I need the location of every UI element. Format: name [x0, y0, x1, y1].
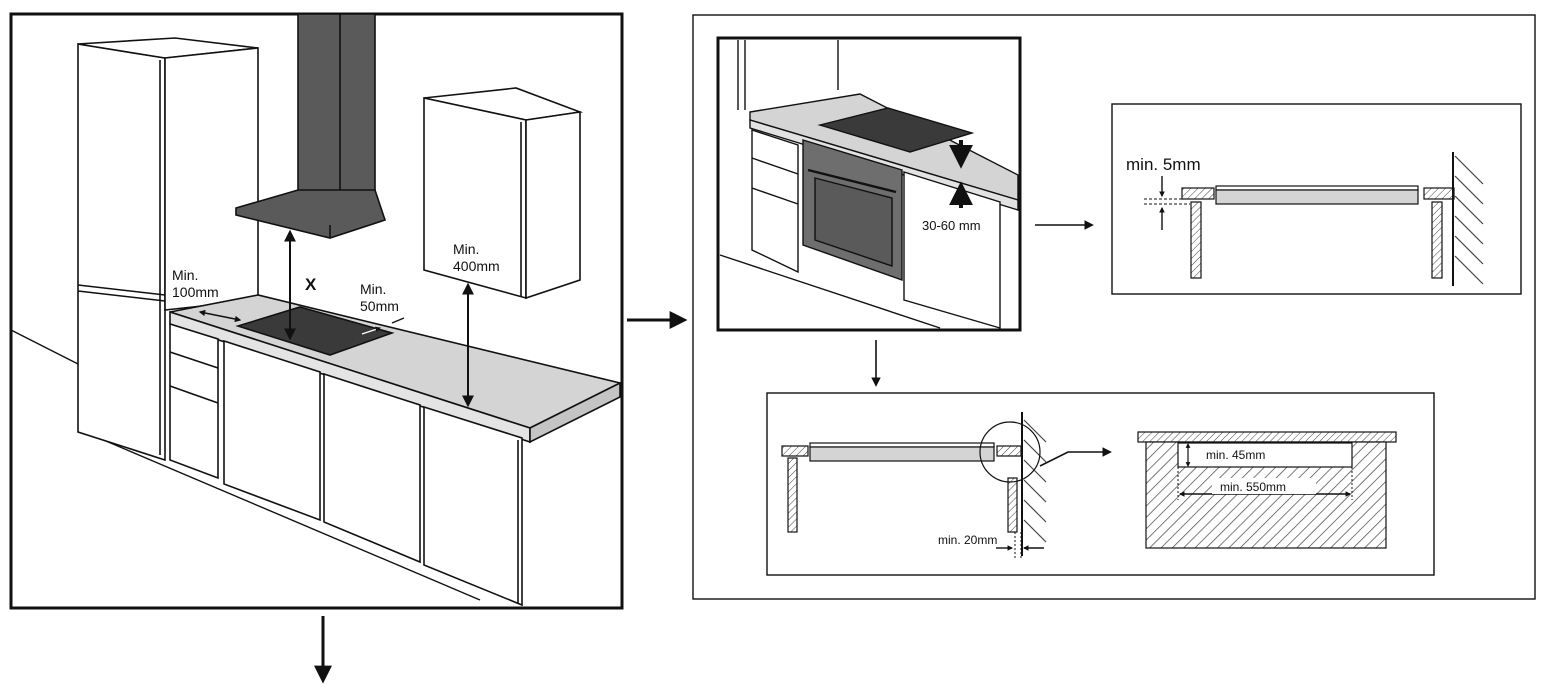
svg-text:Min.100mm: Min.100mm — [172, 267, 219, 300]
wall-cabinet — [423, 87, 584, 300]
ventilation-detail-panel: min. 20mm min. 45mm min. 550mm — [766, 392, 1435, 576]
svg-text:Min.400mm: Min.400mm — [453, 241, 500, 274]
side-clearance-label-1: Min. — [172, 267, 198, 283]
vent-height-label: min. 45mm — [1206, 448, 1265, 462]
worktop-closeup: 30-60 mm — [716, 36, 1022, 332]
gap-below-label: min. 5mm — [1126, 155, 1201, 174]
side-clearance-label-2: 100mm — [172, 284, 219, 300]
base-cabinets — [169, 322, 523, 607]
tall-cabinet — [77, 37, 259, 462]
vent-width-label: min. 550mm — [1220, 480, 1286, 494]
rear-gap-label: min. 20mm — [938, 533, 997, 547]
gap-detail-panel: min. 5mm — [1111, 103, 1522, 295]
cabinet-clearance-label-1: Min. — [453, 241, 479, 257]
kitchen-panel: Min.100mm X Min.50mm Min.400mm — [9, 12, 624, 610]
countertop — [169, 294, 623, 444]
rear-clearance-label-2: 50mm — [360, 298, 399, 314]
rear-clearance-label-1: Min. — [360, 281, 386, 297]
extractor-hood — [235, 13, 387, 239]
svg-text:Min.50mm: Min.50mm — [360, 281, 399, 314]
worktop-thickness-label: 30-60 mm — [922, 218, 981, 233]
cabinet-clearance-label-2: 400mm — [453, 258, 500, 274]
induction-hob — [235, 306, 395, 356]
hood-distance-label: X — [305, 275, 317, 294]
